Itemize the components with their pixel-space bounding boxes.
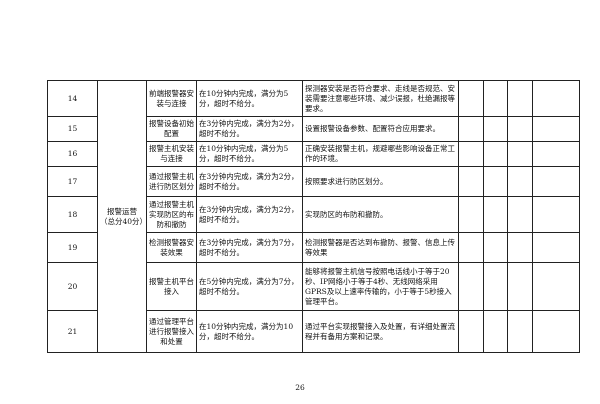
scoring-criteria: 在3分钟内完成，满分为2分，超时不给分。 — [196, 116, 303, 142]
score-cell — [483, 196, 508, 233]
remarks-cell — [532, 141, 580, 167]
table-row: 19 检测报警器安装效果 在3分钟内完成，满分为7分，超时不给分。 检测报警器是… — [47, 232, 580, 263]
item-name: 通过管理平台进行报警接入和处置 — [146, 310, 197, 353]
score-cell — [483, 166, 508, 197]
scoring-criteria: 在3分钟内完成，满分为7分，超时不给分。 — [196, 232, 303, 263]
remarks-cell — [532, 80, 580, 117]
scoring-criteria: 在10分钟内完成，满分为5分，超时不给分。 — [196, 141, 303, 167]
scoring-criteria: 在3分钟内完成，满分为2分，超时不给分。 — [196, 196, 303, 233]
scoring-criteria: 在10分钟内完成，满分为10分，超时不给分。 — [196, 310, 303, 353]
remarks-cell — [532, 310, 580, 353]
row-number: 18 — [47, 196, 98, 233]
requirement-text: 实现防区的布防和撤防。 — [302, 196, 459, 233]
requirement-text: 正确安装报警主机，规避哪些影响设备正常工作的环境。 — [302, 141, 459, 167]
score-cell — [507, 232, 533, 263]
scoring-criteria: 在5分钟内完成，满分为7分，超时不给分。 — [196, 262, 303, 311]
table-row: 20 报警主机平台接入 在5分钟内完成，满分为7分，超时不给分。 能够将报警主机… — [47, 262, 580, 311]
item-name: 前端报警器安装与连接 — [146, 80, 197, 117]
score-cell — [507, 116, 533, 142]
score-cell — [507, 166, 533, 197]
score-cell — [458, 262, 484, 311]
table-row: 16 报警主机安装与连接 在10分钟内完成，满分为5分，超时不给分。 正确安装报… — [47, 141, 580, 167]
score-cell — [483, 141, 508, 167]
requirement-text: 探测器安装是否符合要求、走线是否规范、安装需要注意哪些环境、减少误报，杜绝漏报等… — [302, 80, 459, 117]
score-cell — [507, 196, 533, 233]
table-row: 14 报警运营 （总分40分） 前端报警器安装与连接 在10分钟内完成，满分为5… — [47, 80, 580, 353]
score-cell — [483, 116, 508, 142]
row-number: 19 — [47, 232, 98, 263]
item-name: 报警设备初始配置 — [146, 116, 197, 142]
page-number: 26 — [295, 383, 305, 392]
score-cell — [458, 116, 484, 142]
remarks-cell — [532, 232, 580, 263]
item-name: 报警主机平台接入 — [146, 262, 197, 311]
item-name: 检测报警器安装效果 — [146, 232, 197, 263]
item-name: 通过报警主机实现防区的布防和撤防 — [146, 196, 197, 233]
row-number: 14 — [47, 80, 98, 117]
scoring-criteria: 在10分钟内完成，满分为5分，超时不给分。 — [196, 80, 303, 117]
score-cell — [483, 80, 508, 117]
score-cell — [458, 166, 484, 197]
score-cell — [507, 262, 533, 311]
requirement-text: 能够将报警主机信号按照电话线小于等于20秒、IP网络小于等于4秒、无线网络采用G… — [302, 262, 459, 311]
table-row: 21 通过管理平台进行报警接入和处置 在10分钟内完成，满分为10分，超时不给分… — [47, 310, 580, 353]
score-cell — [458, 232, 484, 263]
score-cell — [458, 196, 484, 233]
row-number: 15 — [47, 116, 98, 142]
category-name: 报警运营 — [107, 206, 137, 216]
category-cell: 报警运营 （总分40分） — [97, 80, 147, 353]
row-number: 20 — [47, 262, 98, 311]
score-cell — [507, 80, 533, 117]
requirement-text: 检测报警器是否达到布撤防、报警、信息上传等效果 — [302, 232, 459, 263]
item-name: 通过报警主机进行防区划分 — [146, 166, 197, 197]
score-cell — [483, 232, 508, 263]
scoring-criteria: 在3分钟内完成，满分为2分，超时不给分。 — [196, 166, 303, 197]
row-number: 17 — [47, 166, 98, 197]
score-cell — [483, 310, 508, 353]
score-cell — [507, 141, 533, 167]
category-score: （总分40分） — [100, 216, 147, 226]
table-row: 18 通过报警主机实现防区的布防和撤防 在3分钟内完成，满分为2分，超时不给分。… — [47, 196, 580, 233]
score-cell — [458, 310, 484, 353]
remarks-cell — [532, 262, 580, 311]
requirement-text: 按照要求进行防区划分。 — [302, 166, 459, 197]
assessment-table: 14 报警运营 （总分40分） 前端报警器安装与连接 在10分钟内完成，满分为5… — [47, 80, 580, 353]
remarks-cell — [532, 166, 580, 197]
table-row: 15 报警设备初始配置 在3分钟内完成，满分为2分，超时不给分。 设置报警设备参… — [47, 116, 580, 142]
score-cell — [458, 141, 484, 167]
row-number: 21 — [47, 310, 98, 353]
remarks-cell — [532, 196, 580, 233]
score-cell — [458, 80, 484, 117]
remarks-cell — [532, 116, 580, 142]
requirement-text: 设置报警设备参数、配置符合应用要求。 — [302, 116, 459, 142]
item-name: 报警主机安装与连接 — [146, 141, 197, 167]
requirement-text: 通过平台实现报警接入及处置，有详细处置流程并有备用方案和记录。 — [302, 310, 459, 353]
score-cell — [507, 310, 533, 353]
row-number: 16 — [47, 141, 98, 167]
score-cell — [483, 262, 508, 311]
